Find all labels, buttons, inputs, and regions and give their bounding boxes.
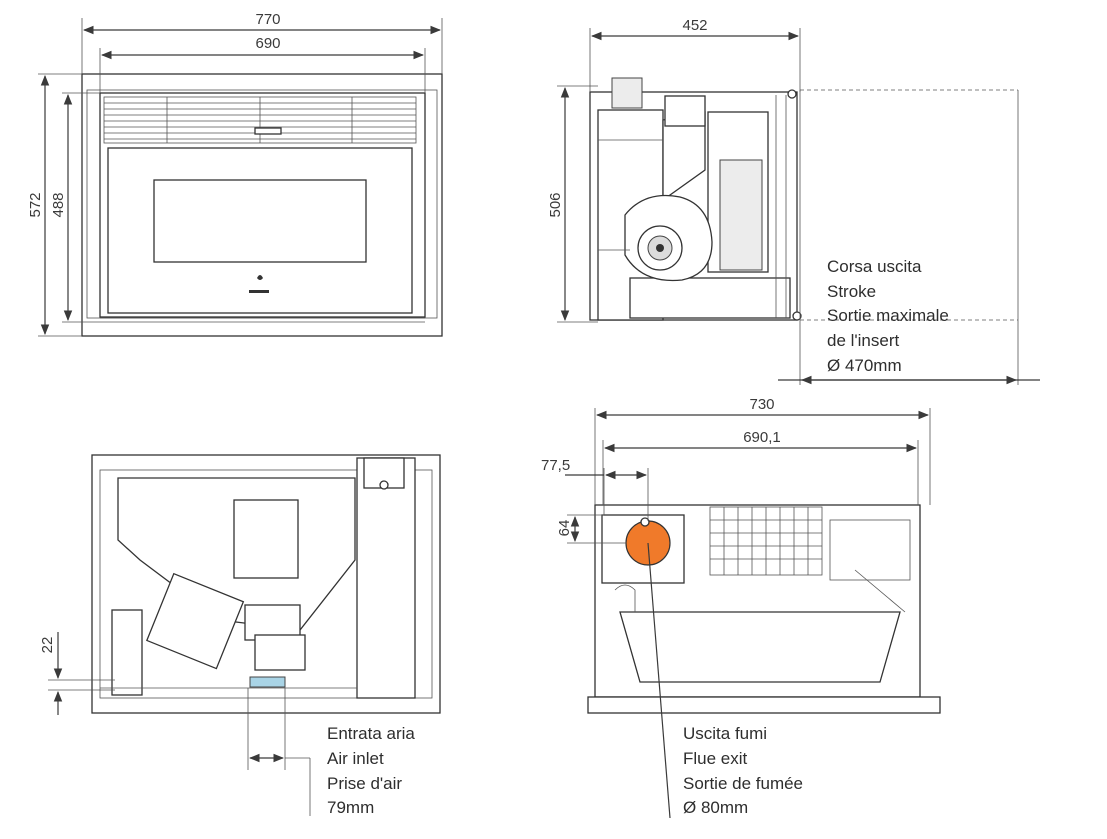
side-view: 452 506 Corsa uscita Stroke Sortie maxim… [547,17,1040,385]
dim-label-452: 452 [682,17,707,34]
dim-label-488: 488 [50,192,67,217]
stroke-label-line1: Corsa uscita [827,257,922,276]
rear-column [356,457,416,699]
air-label-line3: Prise d'air [327,774,402,793]
dim-label-770: 770 [255,11,280,28]
front-grille [103,96,417,144]
side-base [629,277,791,319]
dim-label-77-5: 77,5 [541,457,570,474]
front-view: 770 690 572 488 [27,11,443,337]
air-inlet [249,676,286,688]
stroke-label-line4: de l'insert [827,331,900,350]
top-front-frame [587,696,941,714]
flue-label-line2: Flue exit [683,749,748,768]
dim-label-22: 22 [39,637,56,654]
air-label-line1: Entrata aria [327,724,415,743]
dim-label-506: 506 [547,192,564,217]
flue-label-line4: Ø 80mm [683,798,748,817]
side-flue-pipe [611,77,643,109]
side-fan [624,194,713,282]
top-view: 730 690,1 77,5 64 Uscita fumi Flue exit … [541,396,941,819]
flue-label-line3: Sortie de fumée [683,774,803,793]
dim-label-572: 572 [27,192,44,217]
air-label-line4: 79mm [327,798,374,817]
rear-inspection-plate [233,499,299,579]
top-grid [709,506,823,576]
top-firebox [619,611,901,683]
front-glass-window [153,179,367,263]
dim-label-730: 730 [749,396,774,413]
stroke-label-line5: Ø 470mm [827,356,902,375]
flue-leader-line [647,542,671,819]
side-auger [719,159,763,271]
rear-view: 22 Entrata aria Air inlet Prise d'air 79… [39,454,441,817]
dim-label-690: 690 [255,35,280,52]
rear-fan-box [145,572,245,670]
dim-label-690-1: 690,1 [743,429,781,446]
stroke-label-line3: Sortie maximale [827,306,949,325]
dim-label-64: 64 [556,520,573,537]
stroke-label-line2: Stroke [827,282,876,301]
air-label-line2: Air inlet [327,749,384,768]
brand-logo [249,275,269,293]
flue-label-line1: Uscita fumi [683,724,767,743]
